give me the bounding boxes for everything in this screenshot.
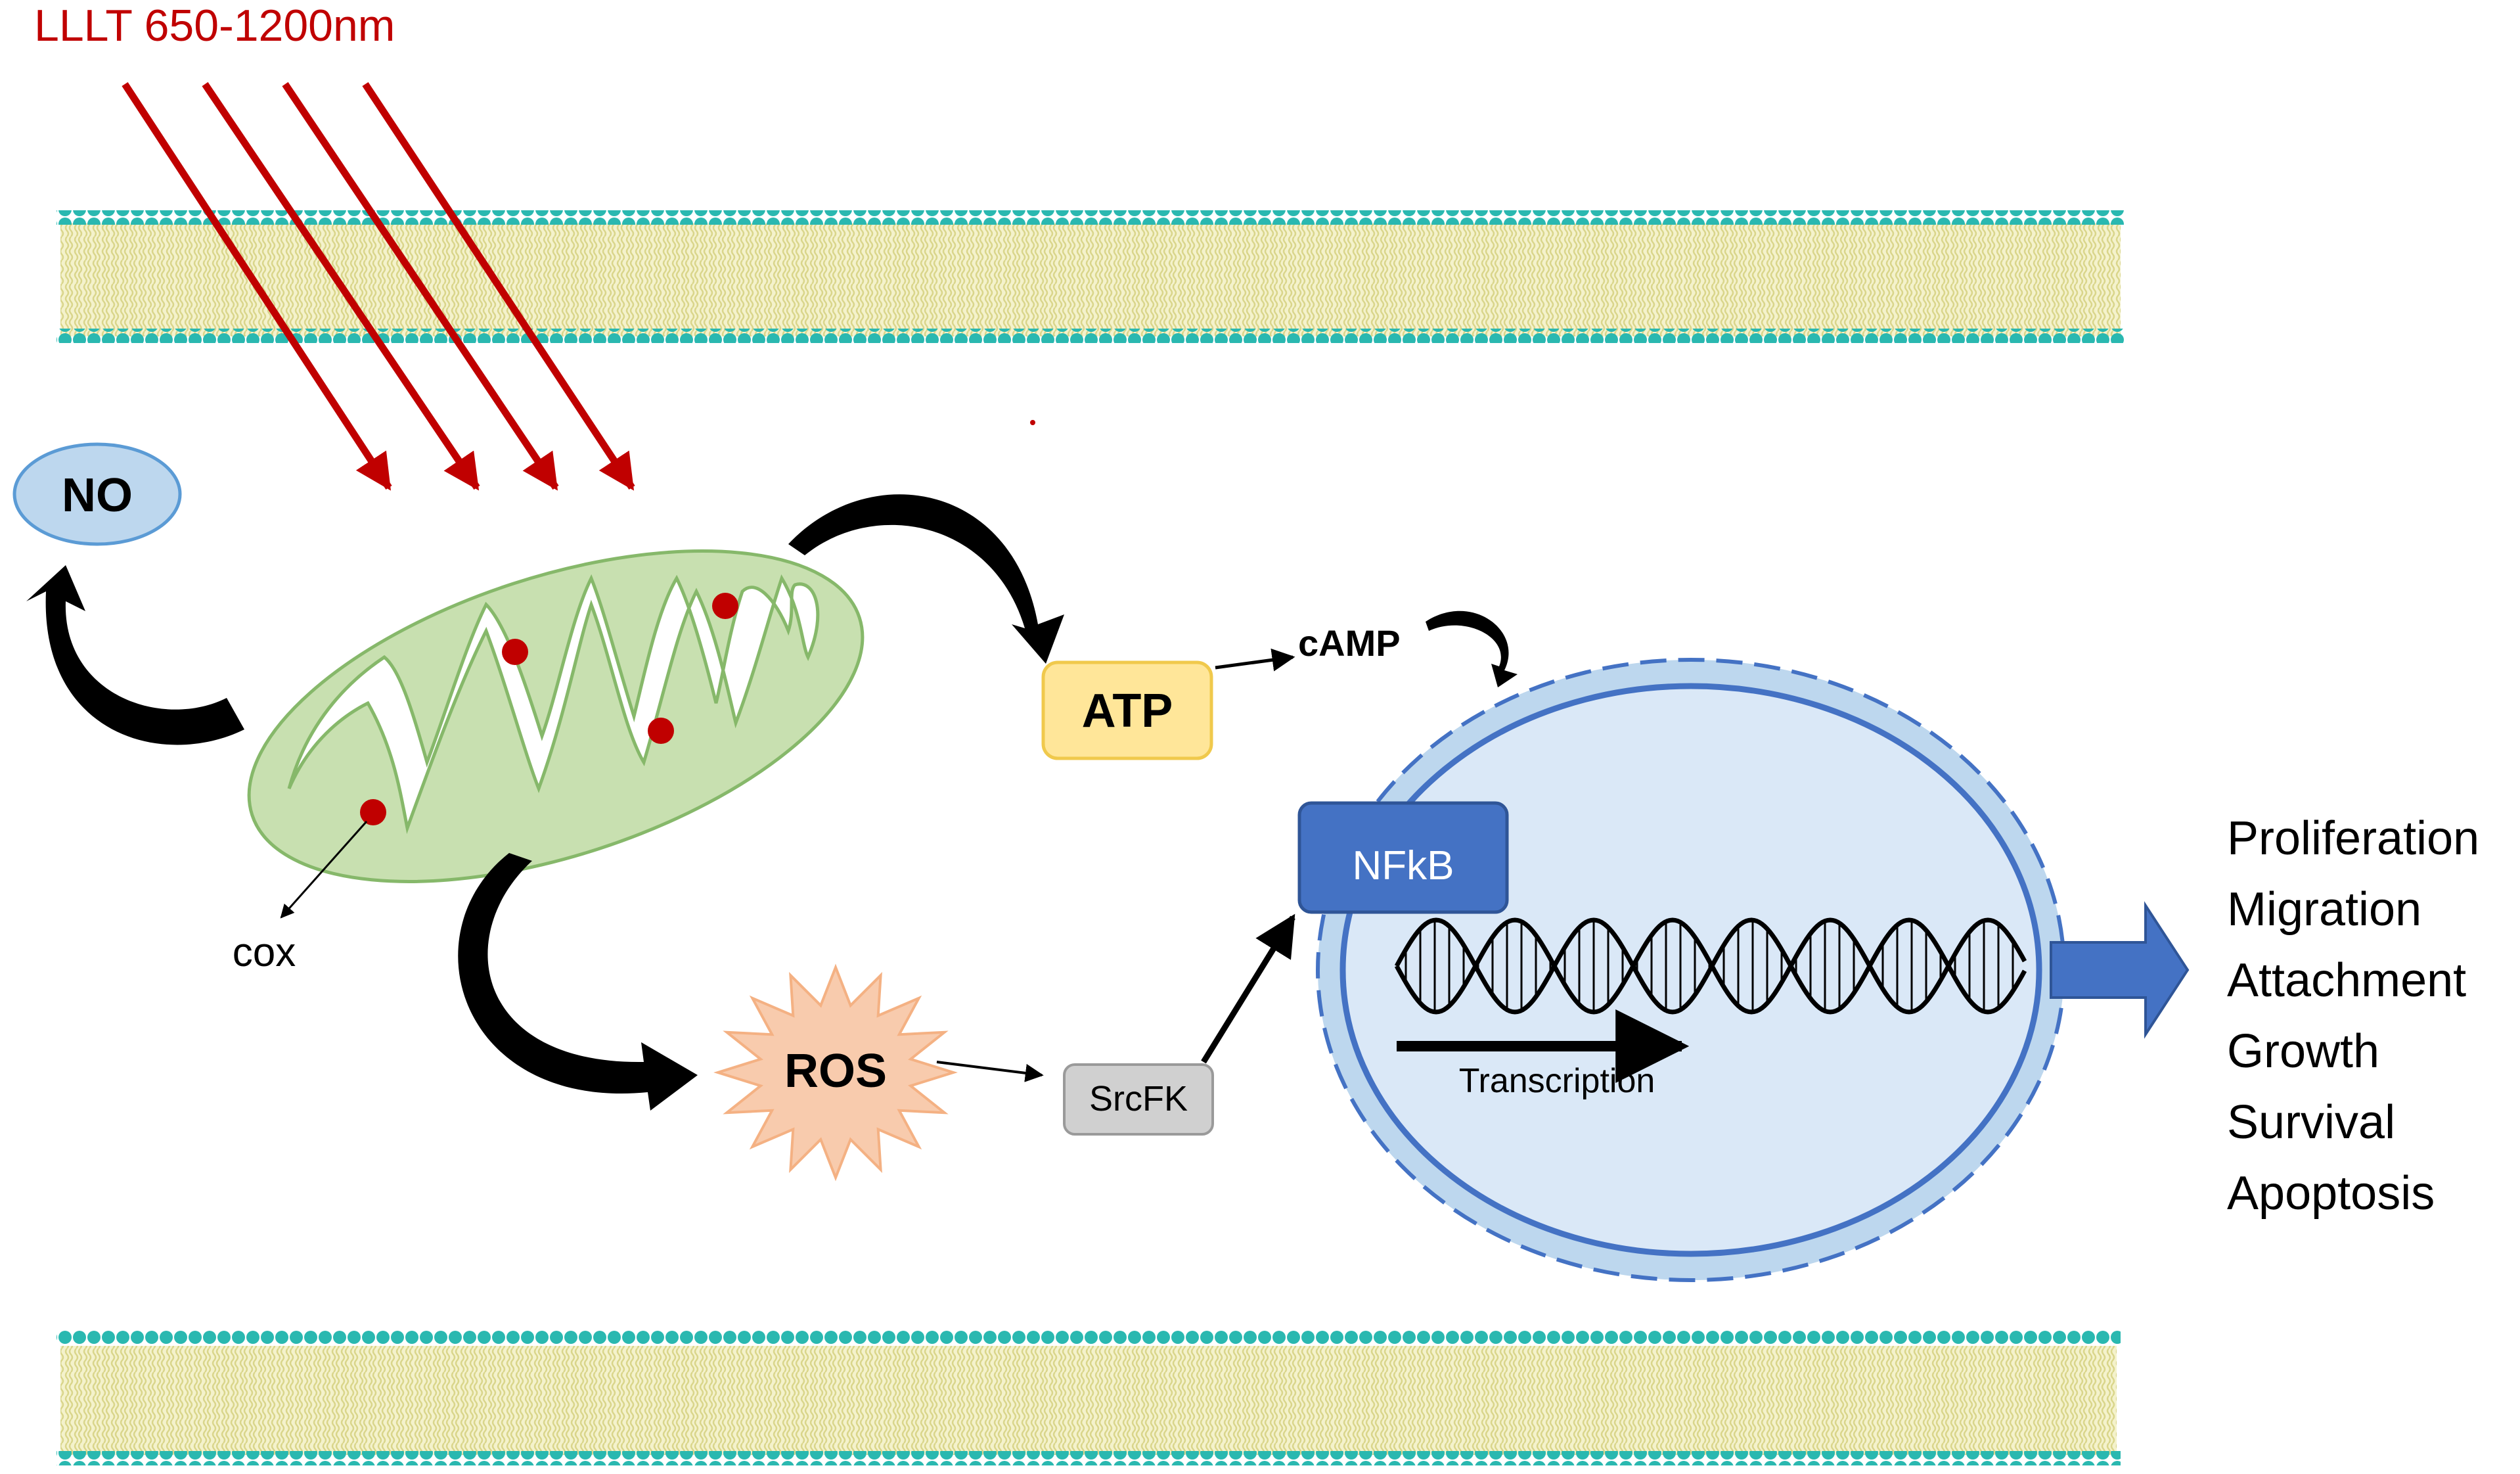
arrow-camp-to-nucleus bbox=[1426, 610, 1518, 687]
output-arrow bbox=[2050, 901, 2190, 1039]
dna-helix bbox=[1394, 917, 2027, 1015]
atp-node: ATP bbox=[1041, 660, 1213, 760]
outcome-item: Attachment bbox=[2227, 954, 2466, 1007]
outcome-item: Growth bbox=[2227, 1025, 2379, 1078]
bottom-membrane bbox=[56, 1330, 2121, 1465]
light-label: LLLT 650-1200nm bbox=[34, 1, 395, 51]
outcome-item: Apoptosis bbox=[2227, 1167, 2435, 1220]
outcome-item: Survival bbox=[2227, 1096, 2395, 1149]
cox-dot-1 bbox=[502, 639, 528, 665]
no-node: NO bbox=[12, 442, 182, 546]
cox-dot-2 bbox=[712, 593, 738, 619]
cox-pointer bbox=[280, 821, 368, 919]
arrow-mito-to-atp bbox=[788, 494, 1064, 664]
ros-label: ROS bbox=[784, 1045, 887, 1097]
arrow-mito-to-no bbox=[26, 565, 244, 745]
arrow-ros-to-srcfk bbox=[936, 1061, 1044, 1082]
atp-label: ATP bbox=[1082, 685, 1173, 737]
srcfk-label: SrcFK bbox=[1089, 1079, 1188, 1118]
cox-dot-4 bbox=[360, 799, 386, 825]
cox-dot-3 bbox=[648, 718, 674, 744]
ros-node: ROS bbox=[713, 963, 958, 1182]
stray-dot bbox=[1030, 420, 1035, 425]
laser-beams bbox=[122, 81, 635, 491]
laser-beam-2 bbox=[202, 81, 480, 491]
nfkb-node: NFkB bbox=[1297, 801, 1509, 914]
transcription-label: Transcription bbox=[1459, 1062, 1655, 1100]
outcome-list: ProliferationMigrationAttachmentGrowthSu… bbox=[2227, 812, 2479, 1220]
outcome-item: Migration bbox=[2227, 883, 2421, 936]
laser-beam-1 bbox=[122, 81, 392, 491]
camp-label: cAMP bbox=[1298, 622, 1401, 664]
cox-label: cox bbox=[233, 930, 296, 975]
top-membrane bbox=[56, 210, 2125, 343]
nfkb-label: NFkB bbox=[1353, 843, 1454, 888]
laser-beam-3 bbox=[282, 81, 559, 491]
arrow-atp-to-camp bbox=[1215, 648, 1295, 672]
mitochondrion bbox=[247, 549, 865, 883]
outcome-item: Proliferation bbox=[2227, 812, 2479, 865]
arrow-srcfk-to-nfkb bbox=[1201, 913, 1295, 1064]
dna-strand-1 bbox=[1394, 917, 2027, 1015]
no-label: NO bbox=[62, 469, 133, 522]
srcfk-node: SrcFK bbox=[1063, 1063, 1214, 1136]
arrow-mito-to-ros bbox=[458, 853, 698, 1111]
laser-beam-4 bbox=[362, 81, 635, 491]
dna-strand-2 bbox=[1394, 917, 2027, 1015]
